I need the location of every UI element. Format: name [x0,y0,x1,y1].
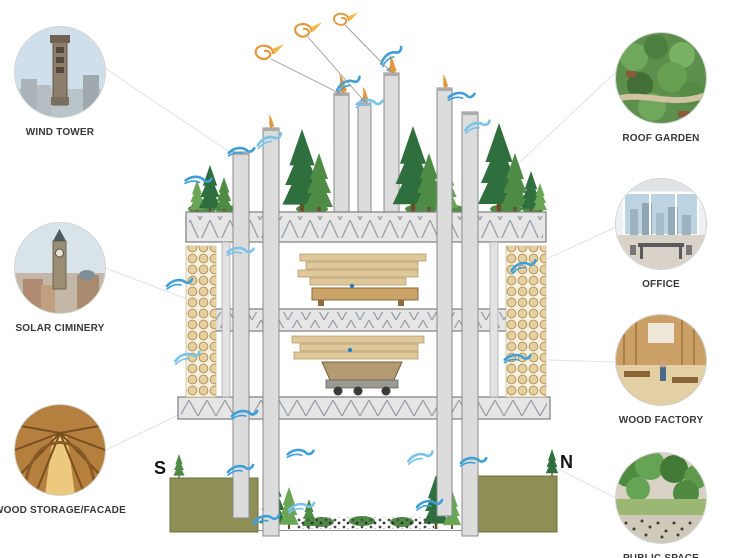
callout-label: ROOF GARDEN [622,133,700,144]
callout-public-space: PUBLIC SPACE [587,452,730,558]
callout-label: SOLAR CIMINERY [15,323,105,334]
conveyor-machine [311,287,419,301]
wind-tower-photo [14,26,106,118]
callout-label: WOOD STORAGE/FACADE [0,505,126,516]
leader-lines [101,67,617,499]
roof-garden-photo [615,32,707,124]
callout-wood-factory: WOOD FACTORY [587,314,730,428]
callout-label: OFFICE [642,279,680,290]
interior-posts [221,241,499,398]
callout-solar-ciminery: SOLAR CIMINERY [0,222,134,336]
wood-storage-photo [14,404,106,496]
callout-label: WIND TOWER [25,127,95,138]
compass-north: N [560,452,573,472]
wood-factory-floor-lower [291,335,425,396]
wood-factory-floor-upper [297,253,427,306]
callout-label: WOOD FACTORY [618,415,704,426]
compass-south: S [154,458,167,478]
truck [321,361,403,396]
callout-roof-garden: ROOF GARDEN [587,32,730,146]
solar-ciminery-photo [14,222,106,314]
callout-wood-storage-facade: WOOD STORAGE/FACADE [0,404,134,518]
basement-garden [259,472,462,529]
callout-label: PUBLIC SPACE [623,553,699,558]
ground [169,449,559,533]
wood-factory-photo [615,314,707,406]
callout-office: OFFICE [587,178,730,292]
office-photo [615,178,707,270]
crowd [296,517,434,529]
public-space-photo [615,452,707,544]
callout-wind-tower: WIND TOWER [0,26,134,140]
wind-rose-icons [254,12,392,103]
chimneys [268,54,449,214]
structure-columns [232,87,479,537]
